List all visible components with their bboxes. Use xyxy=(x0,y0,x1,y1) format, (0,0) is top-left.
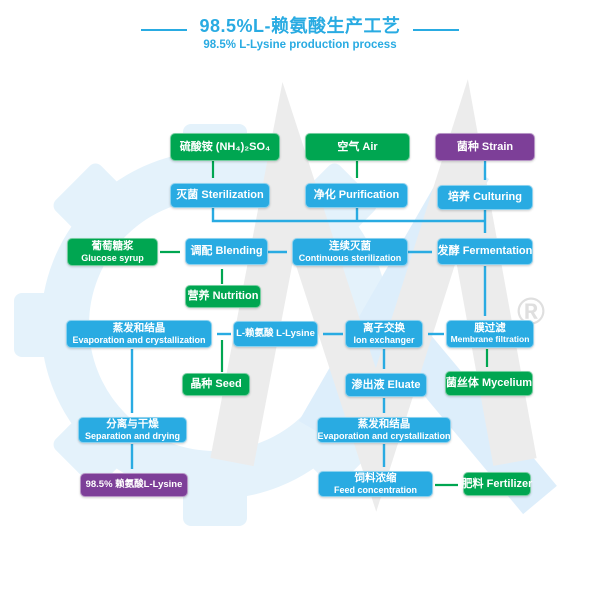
node-label-en: Continuous sterilization xyxy=(298,252,402,263)
node-label-zh: 蒸发和结晶 xyxy=(357,418,411,431)
node-label-zh: 蒸发和结晶 xyxy=(112,322,166,335)
node-label: 培养 Culturing xyxy=(448,191,522,204)
node-evaporation-crystallization-2: 蒸发和结晶 Evaporation and crystallization xyxy=(317,417,451,443)
node-purification: 净化 Purification xyxy=(305,183,408,208)
node-label-en: Membrane filtration xyxy=(450,334,530,345)
node-label: 发酵 Fermentation xyxy=(437,245,533,258)
node-ion-exchanger: 离子交换 Ion exchanger xyxy=(345,320,423,348)
node-label-zh: 葡萄糖浆 xyxy=(91,240,134,253)
node-glucose-syrup: 葡萄糖浆 Glucose syrup xyxy=(67,238,158,266)
node-label: 菌种 Strain xyxy=(456,140,514,153)
node-label-zh: 连续灭菌 xyxy=(329,240,371,253)
node-blending: 调配 Blending xyxy=(185,238,268,265)
node-l-lysine: L-赖氨酸 L-Lysine xyxy=(233,321,318,347)
node-label: 晶种 Seed xyxy=(190,378,242,391)
node-separation-drying: 分离与干燥 Separation and drying xyxy=(78,417,187,443)
node-label-en: Glucose syrup xyxy=(81,252,144,263)
node-fermentation: 发酵 Fermentation xyxy=(437,238,533,265)
node-evaporation-crystallization-1: 蒸发和结晶 Evaporation and crystallization xyxy=(66,320,212,348)
node-label: 硫酸铵 (NH₄)₂SO₄ xyxy=(179,140,271,153)
node-label-en: Evaporation and crystallization xyxy=(317,430,451,441)
node-label-zh: 膜过滤 xyxy=(474,322,506,335)
page-title: 98.5%L-赖氨酸生产工艺 xyxy=(199,16,401,36)
node-label-zh: 离子交换 xyxy=(363,322,405,335)
node-label: 渗出液 Eluate xyxy=(351,378,421,391)
node-fertilizer: 肥料 Fertilizer xyxy=(461,472,533,496)
title-right-rule xyxy=(412,29,459,31)
node-sterilization: 灭菌 Sterilization xyxy=(170,183,270,208)
node-label-en: Evaporation and crystallization xyxy=(72,334,206,345)
node-label-en: Ion exchanger xyxy=(353,334,415,345)
node-membrane-filtration: 膜过滤 Membrane filtration xyxy=(446,320,534,348)
page-subtitle: 98.5% L-Lysine production process xyxy=(203,38,397,51)
node-label-zh: 分离与干燥 xyxy=(106,418,159,431)
node-label: 营养 Nutrition xyxy=(187,290,259,303)
title-block: 98.5%L-赖氨酸生产工艺 98.5% L-Lysine production… xyxy=(199,16,400,51)
node-label: 98.5% 赖氨酸L-Lysine xyxy=(85,478,183,490)
node-label: 肥料 Fertilizer xyxy=(461,477,533,490)
node-strain: 菌种 Strain xyxy=(435,133,535,161)
node-feed-concentration: 饲料浓缩 Feed concentration xyxy=(318,471,433,497)
node-label: 调配 Blending xyxy=(190,245,263,258)
node-label-en: Separation and drying xyxy=(84,430,180,441)
node-mycelium: 菌丝体 Mycelium xyxy=(445,371,533,396)
node-label-en: Feed concentration xyxy=(333,484,417,495)
header: 98.5%L-赖氨酸生产工艺 98.5% L-Lysine production… xyxy=(0,16,600,51)
node-ammonium-sulfate: 硫酸铵 (NH₄)₂SO₄ xyxy=(170,133,280,161)
node-culturing: 培养 Culturing xyxy=(437,185,533,210)
node-label: 灭菌 Sterilization xyxy=(176,189,264,202)
node-lysine-98-5: 98.5% 赖氨酸L-Lysine xyxy=(80,473,188,497)
node-continuous-sterilization: 连续灭菌 Continuous sterilization xyxy=(292,238,408,266)
node-nutrition: 营养 Nutrition xyxy=(185,285,261,308)
node-label: 净化 Purification xyxy=(313,189,400,202)
node-label: 空气 Air xyxy=(337,140,378,153)
title-left-rule xyxy=(141,29,188,31)
edge-sterilization-junction xyxy=(211,208,485,223)
node-label: L-赖氨酸 L-Lysine xyxy=(236,327,315,339)
node-air: 空气 Air xyxy=(305,133,410,161)
node-label-zh: 饲料浓缩 xyxy=(354,472,397,485)
node-label: 菌丝体 Mycelium xyxy=(445,377,533,390)
node-eluate: 渗出液 Eluate xyxy=(345,373,427,397)
node-seed: 晶种 Seed xyxy=(182,373,250,396)
